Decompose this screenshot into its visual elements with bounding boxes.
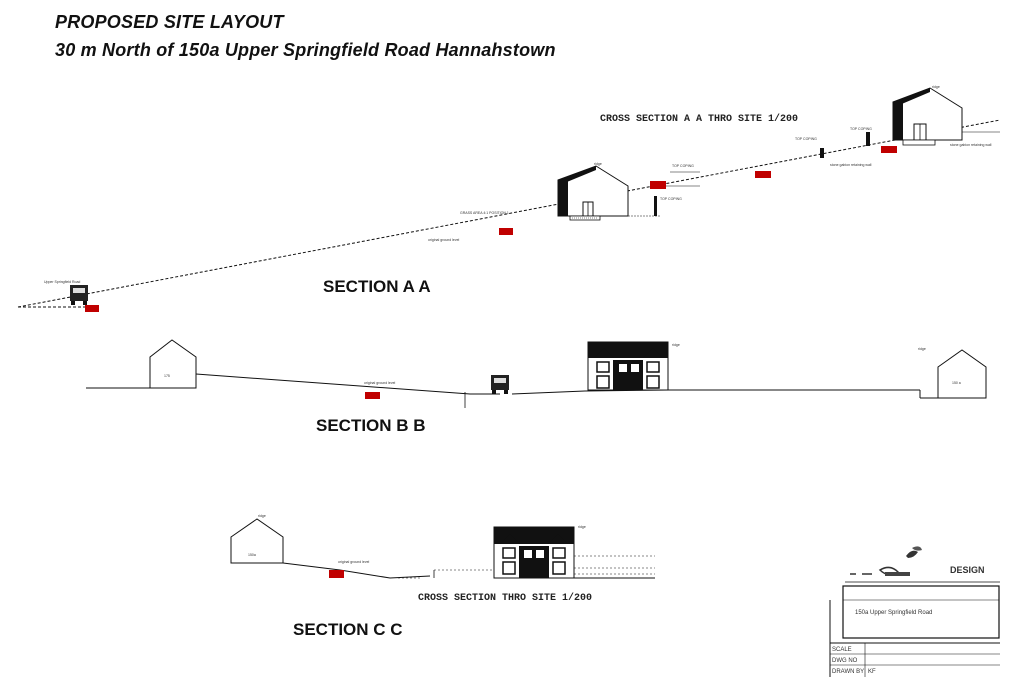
ridge-label-a1: ridge [594,162,602,166]
orig-ground-label-b: original ground level [364,381,396,385]
marker-a2 [499,228,513,235]
tb-row-drawn: DRAWN BY [832,669,864,675]
top-coping-label-2: TOP COPING [660,197,682,201]
marker-b1 [365,392,380,399]
title-block-address: 150a Upper Springfield Road [855,610,932,616]
house-c2-icon [493,526,575,579]
marker-a1 [85,305,99,312]
top-coping-label-1: TOP COPING [672,164,694,168]
section-b-drawing: 175 original ground level ridge [86,339,987,435]
marker-a5 [881,146,897,153]
section-a-heading: CROSS SECTION A A THRO SITE 1/200 [600,113,798,125]
title-line-1: PROPOSED SITE LAYOUT [55,12,284,32]
section-a-drawing: Upper Springfield Road ridge TOP COPING … [17,85,1001,312]
orig-ground-label-a: original ground level [428,238,460,242]
house-a2-icon [892,87,963,146]
orig-ground-label-c: original ground level [338,560,370,564]
top-coping-label-3: TOP COPING [795,137,817,141]
gabion-label-1: stone gabion retaining wall [950,143,992,147]
ridge-label-a2: ridge [932,85,940,89]
ridge-label-b: ridge [672,343,680,347]
marker-a3 [650,181,666,189]
ridge-label-c2: ridge [578,525,586,529]
road-label: Upper Springfield Road [44,280,80,284]
house-b1-icon: 175 [149,339,197,389]
tb-row-dwg: DWG NO [832,658,858,664]
section-a-label: SECTION A A [323,277,431,296]
svg-text:150a: 150a [248,553,256,557]
section-c-heading: CROSS SECTION THRO SITE 1/200 [418,592,592,604]
house-c1-icon: 150a [230,518,284,564]
marker-a4 [755,171,771,178]
title-block: DESIGN 150a Upper Springfield Road SCALE… [829,546,1000,677]
title-line-2: 30 m North of 150a Upper Springfield Roa… [55,40,556,60]
firm-name: DESIGN [950,565,985,575]
tb-drawn-by: KF [868,669,876,675]
svg-text:175: 175 [164,374,170,378]
top-coping-label-4: TOP COPING [850,127,872,131]
svg-text:150 a: 150 a [952,381,961,385]
ridge-label-c1: ridge [258,514,266,518]
section-c-drawing: 150a ridge original ground level ridge C… [230,514,655,639]
car-icon-b [491,375,509,394]
marker-c1 [329,570,344,578]
tb-row-scale: SCALE [832,647,852,653]
house-b2-icon [587,341,669,391]
house-a1-icon [557,165,629,221]
car-icon [70,285,88,305]
section-c-label: SECTION C C [293,620,403,639]
house-b3-icon: 150 a [937,349,987,399]
logo-icon [850,546,922,576]
section-a-ground-line [17,119,1001,308]
grass-label: GRASS AREA 4:1 POSITION 1 [460,211,509,215]
ridge-label-b3: ridge [918,347,926,351]
section-b-label: SECTION B B [316,416,426,435]
gabion-label-2: stone gabion retaining wall [830,163,872,167]
